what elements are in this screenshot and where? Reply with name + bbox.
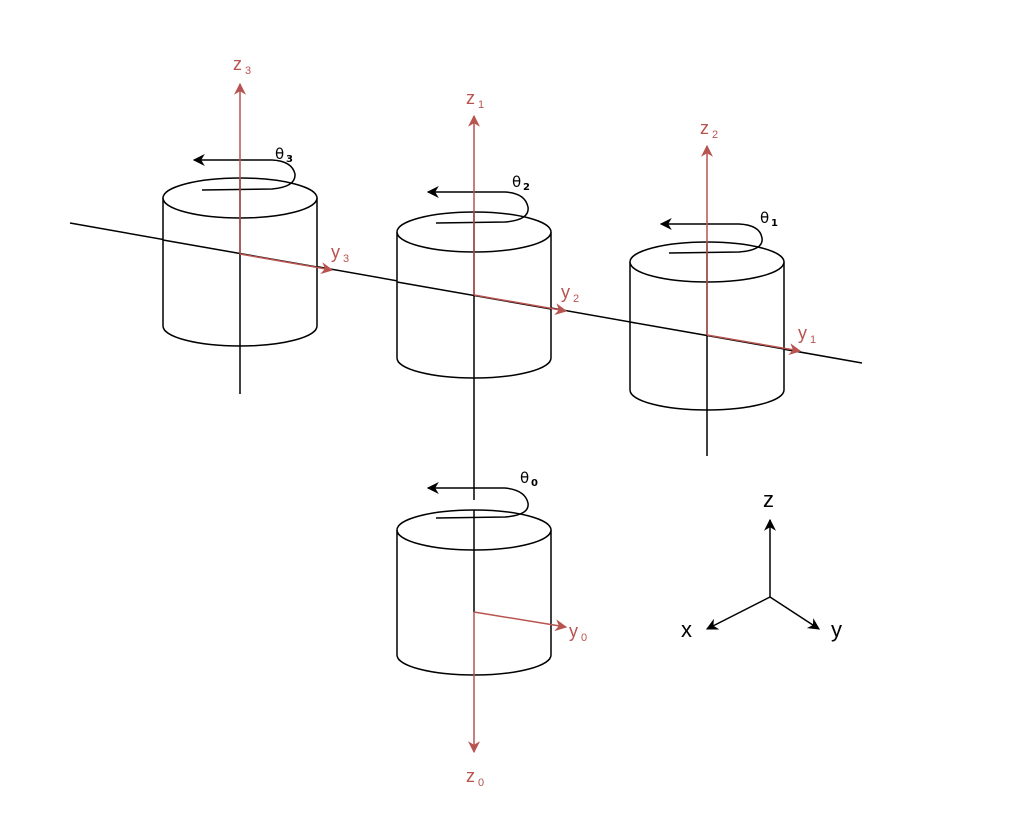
y3-subscript: 3	[343, 253, 349, 265]
joint-0: θ 0 z 0 y 0	[396, 469, 587, 789]
theta-0-label: θ	[520, 469, 529, 487]
z2-subscript: 2	[712, 129, 718, 141]
z3-subscript: 3	[245, 65, 251, 77]
z0-label: z	[466, 766, 475, 786]
z3-label: z	[233, 54, 242, 74]
y2-axis	[473, 294, 568, 316]
world-x-axis	[705, 596, 771, 630]
joint-2-rotation-arrow	[426, 186, 529, 224]
z0-subscript: 0	[478, 777, 484, 789]
y3-axis	[239, 253, 334, 275]
y0-subscript: 0	[581, 632, 587, 644]
joint-3: θ 3 z 3 y 3	[162, 54, 349, 394]
joint-1: θ 1 z 2 y 1	[629, 118, 816, 456]
y0-label: y	[569, 621, 578, 641]
z1-subscript: 1	[478, 99, 484, 111]
joint-3-rotation-arrow	[192, 154, 296, 191]
y2-label: y	[561, 282, 570, 302]
z2-label: z	[700, 118, 709, 138]
z1-label: z	[466, 88, 475, 108]
theta-1-subscript: 1	[771, 218, 778, 229]
world-y-label: y	[831, 617, 842, 642]
theta-3-subscript: 3	[286, 154, 293, 165]
y2-subscript: 2	[573, 293, 579, 305]
y0-axis	[473, 611, 568, 632]
theta-1-label: θ	[760, 209, 769, 227]
joint-1-rotation-arrow	[659, 218, 763, 254]
theta-3-label: θ	[275, 145, 284, 163]
joint-2: θ 2 z 1 y 2	[396, 88, 579, 379]
joint-0-rotation-arrow	[426, 482, 529, 519]
world-y-axis	[769, 596, 821, 630]
theta-2-label: θ	[512, 173, 521, 191]
theta-0-subscript: 0	[531, 478, 538, 489]
world-x-label: x	[681, 617, 692, 642]
theta-2-subscript: 2	[523, 182, 530, 193]
y1-label: y	[798, 323, 807, 343]
y3-label: y	[331, 242, 340, 262]
world-axes: z x y	[681, 487, 842, 642]
y1-subscript: 1	[810, 334, 816, 346]
y1-axis	[706, 334, 802, 356]
world-z-label: z	[763, 487, 774, 512]
